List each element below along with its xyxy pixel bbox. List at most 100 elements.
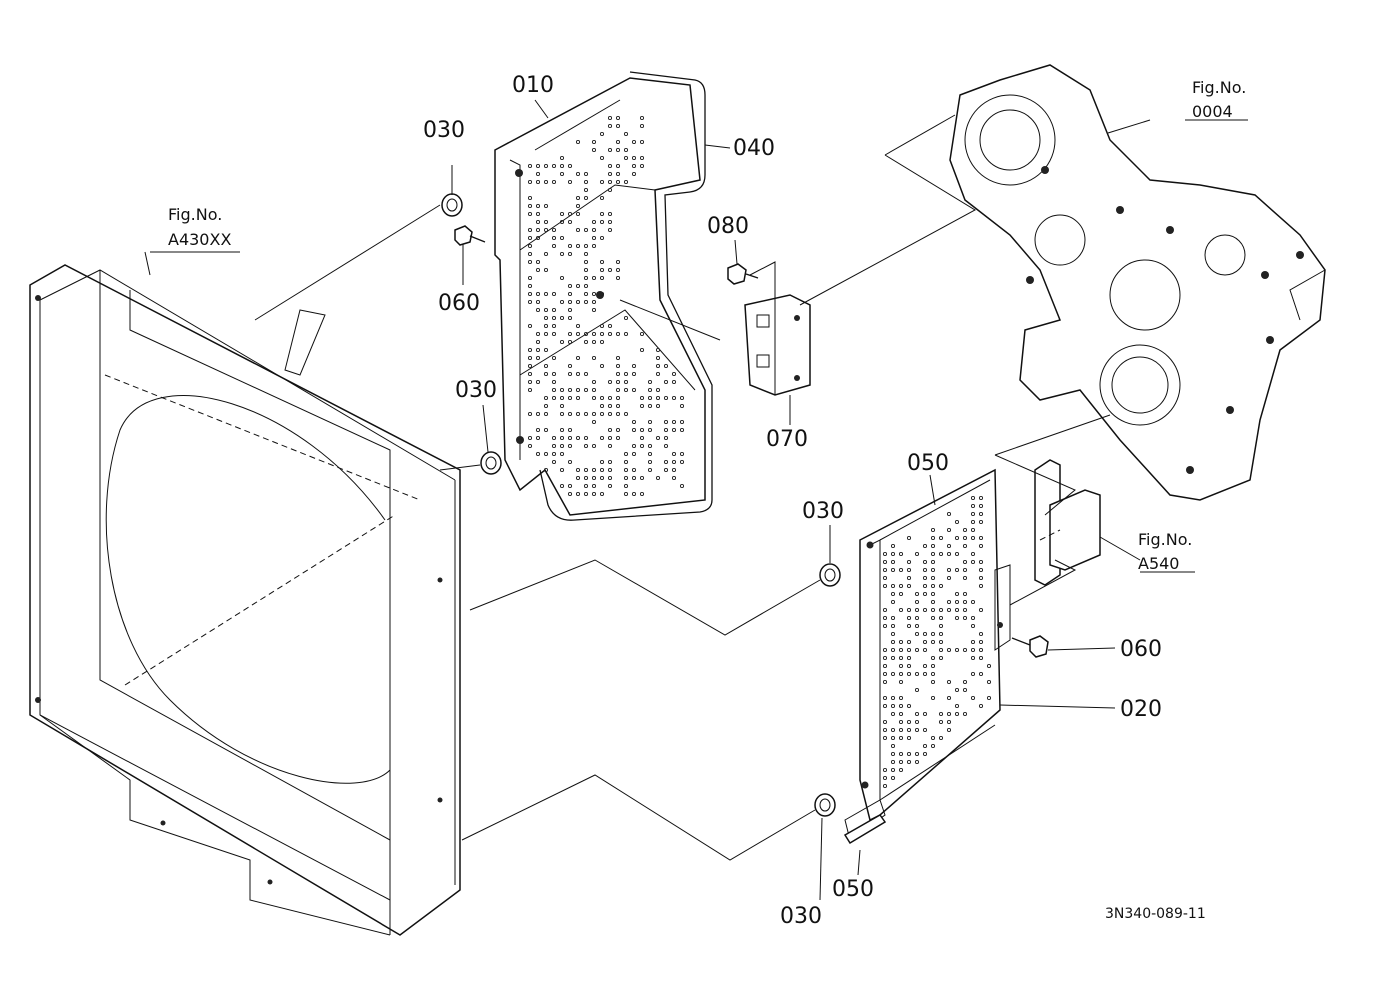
perforation-hole (882, 575, 888, 581)
perforation-hole (599, 235, 605, 241)
perforation-hole (639, 435, 645, 441)
perforation-hole (978, 575, 984, 581)
perforation-hole (930, 567, 936, 573)
perforation-hole (970, 559, 976, 565)
perforation-hole (607, 427, 613, 433)
perforation-hole (655, 395, 661, 401)
perforation-hole (527, 203, 533, 209)
perforation-hole (679, 483, 685, 489)
perforation-hole (679, 395, 685, 401)
perforation-hole (890, 583, 896, 589)
perforation-hole (890, 767, 896, 773)
perforation-hole (615, 115, 621, 121)
perforation-hole (970, 655, 976, 661)
perforation-hole (591, 387, 597, 393)
callout-050-b: 050 (832, 877, 874, 902)
screen-perforation (527, 115, 685, 497)
perforation-hole (639, 115, 645, 121)
perforation-hole (527, 235, 533, 241)
perforation-hole (583, 195, 589, 201)
drawing-code: 3N340-089-11 (1105, 906, 1206, 922)
perforation-hole (535, 331, 541, 337)
perforation-hole (631, 139, 637, 145)
perforation-hole (938, 735, 944, 741)
perforation-hole (607, 331, 613, 337)
upper-screen-010 (494, 71, 713, 521)
perforation-hole (639, 403, 645, 409)
perforation-hole (890, 727, 896, 733)
perforation-hole (970, 519, 976, 525)
perforation-hole (543, 163, 549, 169)
svg-text:Fig.No.: Fig.No. (1192, 78, 1246, 97)
perforation-hole (671, 451, 677, 457)
perforation-hole (962, 535, 968, 541)
perforation-hole (615, 171, 621, 177)
perforation-hole (631, 451, 637, 457)
perforation-hole (559, 451, 565, 457)
perforation-hole (527, 275, 533, 281)
perforation-hole (591, 147, 597, 153)
perforation-hole (671, 379, 677, 385)
perforation-hole (655, 435, 661, 441)
perforation-hole (607, 171, 613, 177)
perforation-hole (647, 451, 653, 457)
perforation-hole (639, 163, 645, 169)
perforation-hole (954, 703, 960, 709)
perforation-hole (906, 703, 912, 709)
perforation-hole (535, 171, 541, 177)
perforation-hole (575, 203, 581, 209)
perforation-hole (535, 347, 541, 353)
perforation-hole (551, 235, 557, 241)
perforation-hole (938, 639, 944, 645)
perforation-hole (671, 467, 677, 473)
perforation-hole (527, 251, 533, 257)
perforation-hole (543, 347, 549, 353)
perforation-hole (583, 331, 589, 337)
perforation-hole (583, 275, 589, 281)
perforation-hole (663, 379, 669, 385)
perforation-hole (890, 623, 896, 629)
perforation-hole (954, 591, 960, 597)
perforation-hole (543, 203, 549, 209)
perforation-hole (623, 379, 629, 385)
perforation-hole (559, 443, 565, 449)
perforation-hole (930, 615, 936, 621)
perforation-hole (591, 443, 597, 449)
perforation-hole (591, 219, 597, 225)
perforation-hole (922, 727, 928, 733)
perforation-hole (607, 467, 613, 473)
perforation-hole (906, 615, 912, 621)
perforation-hole (615, 259, 621, 265)
perforation-hole (583, 299, 589, 305)
perforation-hole (882, 663, 888, 669)
perforation-hole (599, 475, 605, 481)
perforation-hole (978, 639, 984, 645)
perforation-hole (655, 363, 661, 369)
callout-010: 010 (512, 73, 554, 98)
perforation-hole (591, 139, 597, 145)
perforation-hole (647, 467, 653, 473)
perforation-hole (639, 475, 645, 481)
perforation-hole (583, 187, 589, 193)
perforation-hole (647, 459, 653, 465)
perforation-hole (527, 291, 533, 297)
perforation-hole (938, 615, 944, 621)
perforation-hole (930, 695, 936, 701)
perforation-hole (906, 663, 912, 669)
perforation-hole (607, 163, 613, 169)
perforation-hole (583, 491, 589, 497)
perforation-hole (954, 551, 960, 557)
perforation-hole (615, 427, 621, 433)
perforation-hole (946, 599, 952, 605)
perforation-hole (607, 435, 613, 441)
perforation-hole (906, 671, 912, 677)
callout-040: 040 (733, 136, 775, 161)
perforation-hole (882, 735, 888, 741)
perforation-hole (591, 299, 597, 305)
perforation-hole (970, 615, 976, 621)
perforation-hole (882, 727, 888, 733)
perforation-hole (623, 451, 629, 457)
perforation-hole (527, 163, 533, 169)
perforation-hole (962, 711, 968, 717)
